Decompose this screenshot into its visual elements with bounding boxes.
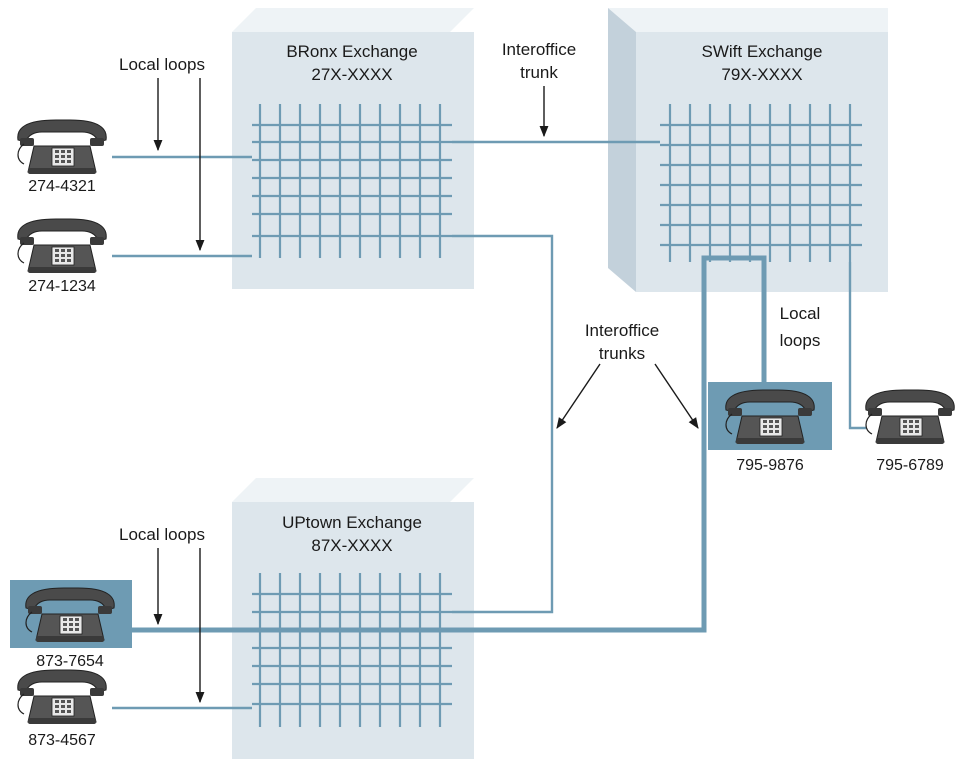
uptown-exchange-top <box>232 478 474 502</box>
swift-exchange-side <box>608 8 636 292</box>
local-loops-label-bottom: Local loops <box>119 525 205 544</box>
highlighted-call-path <box>130 255 767 633</box>
interoffice-trunks-label-line1: Interoffice <box>585 321 659 340</box>
phone-icon <box>17 218 107 274</box>
phone-number-label: 873-4567 <box>28 732 96 749</box>
phone-274-1234: 274-1234 <box>17 218 107 295</box>
swift-switch-grid <box>660 104 862 262</box>
bronx-switch-grid <box>252 104 452 258</box>
connections <box>112 140 866 710</box>
annotation-arrows <box>153 78 699 704</box>
arrow-interoffice-trunks-left <box>556 363 601 429</box>
phone-number-label: 873-7654 <box>36 653 104 670</box>
swift-exchange-prefix: 79X-XXXX <box>721 65 802 84</box>
uptown-exchange-prefix: 87X-XXXX <box>311 536 392 555</box>
phone-873-4567: 873-4567 <box>17 669 107 749</box>
uptown-exchange-name: UPtown Exchange <box>282 513 422 532</box>
phone-icon <box>865 389 955 445</box>
swift-exchange-name: SWift Exchange <box>702 42 823 61</box>
phone-274-4321: 274-4321 <box>17 119 107 195</box>
interoffice-trunk-label-line1: Interoffice <box>502 40 576 59</box>
phone-icon <box>17 669 107 725</box>
swift-local-loops-label-line2: loops <box>780 331 821 350</box>
interoffice-trunk-label-line2: trunk <box>520 63 558 82</box>
bronx-exchange-prefix: 27X-XXXX <box>311 65 392 84</box>
swift-local-loops-label-line1: Local <box>780 304 821 323</box>
phone-number-label: 274-4321 <box>28 178 96 195</box>
interoffice-trunk-bronx-uptown <box>452 234 554 614</box>
phone-number-label: 795-6789 <box>876 457 944 474</box>
phone-icon <box>17 119 107 175</box>
phone-795-6789: 795-6789 <box>865 389 955 474</box>
uptown-exchange: UPtown Exchange 87X-XXXX <box>232 478 474 759</box>
phone-795-9876: 795-9876 <box>725 389 815 474</box>
bronx-exchange: BRonx Exchange 27X-XXXX <box>232 8 474 289</box>
local-loop-795-6789 <box>848 262 866 430</box>
interoffice-trunks-label-line2: trunks <box>599 344 645 363</box>
uptown-switch-grid <box>252 573 452 727</box>
bronx-exchange-top <box>232 8 474 32</box>
bronx-exchange-name: BRonx Exchange <box>286 42 417 61</box>
swift-exchange-building <box>636 32 888 292</box>
phone-873-7654: 873-7654 <box>25 587 115 670</box>
phone-number-label: 795-9876 <box>736 457 804 474</box>
local-loops-label-top: Local loops <box>119 55 205 74</box>
swift-exchange: SWift Exchange 79X-XXXX <box>608 8 888 292</box>
arrow-interoffice-trunks-right <box>654 363 699 429</box>
swift-exchange-top <box>608 8 888 32</box>
phone-number-label: 274-1234 <box>28 278 96 295</box>
